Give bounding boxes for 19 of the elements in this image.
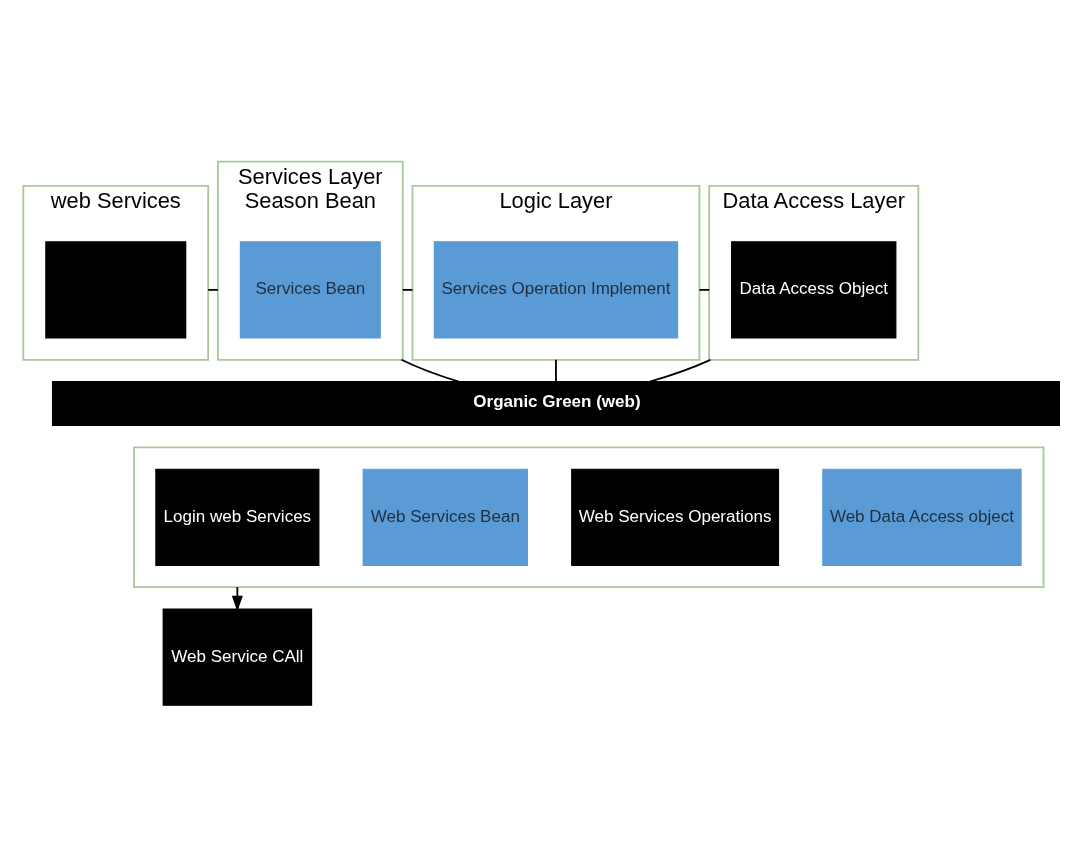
cluster: web Services <box>22 184 210 361</box>
connector <box>401 288 414 291</box>
node-box: Services Operation Implement <box>433 240 679 339</box>
connector <box>555 358 557 382</box>
node-box: Web Data Access object <box>822 468 1022 566</box>
node-box: Web Service CAll <box>162 607 313 706</box>
node-box: Login web Services <box>155 468 320 566</box>
node-box <box>45 240 187 339</box>
node-box: Web Services Operations <box>571 468 780 566</box>
connector <box>207 288 219 291</box>
node-box: Organic Green (web) <box>51 380 1060 426</box>
connector <box>400 358 460 382</box>
connector <box>649 358 712 382</box>
node-box: Services Bean <box>239 240 381 339</box>
node-box: Data Access Object <box>731 240 897 339</box>
arrow <box>231 585 243 611</box>
connector <box>698 288 711 291</box>
cluster <box>133 445 1045 588</box>
node-box: Web Services Bean <box>362 468 528 566</box>
